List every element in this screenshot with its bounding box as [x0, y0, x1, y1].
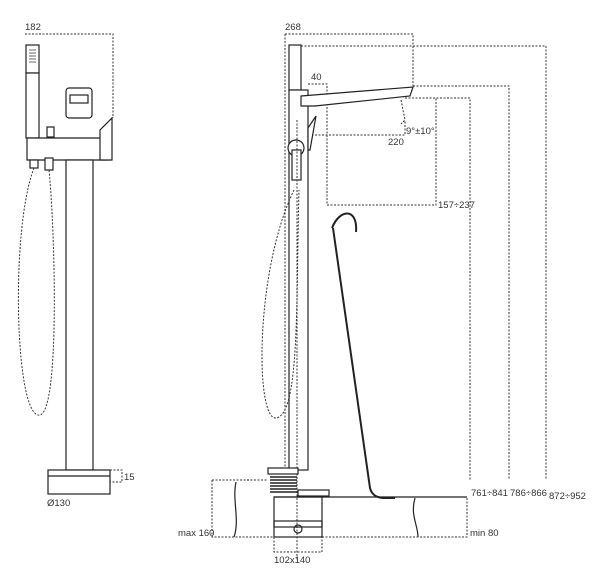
hand-shower-head	[289, 45, 301, 90]
cover-plate	[298, 490, 329, 496]
box-size-label: 102x140	[274, 555, 310, 566]
base-diameter-label: Ø130	[47, 498, 70, 509]
spout-height-dimension	[405, 98, 470, 480]
escutcheon	[268, 468, 298, 474]
reach-dimension	[308, 120, 405, 135]
hand-shower-handle	[26, 73, 39, 138]
thread-rings	[270, 477, 297, 492]
floor-outline	[212, 480, 467, 537]
base-height-dimension	[110, 470, 122, 482]
install-box	[274, 497, 322, 537]
diverter-knob	[47, 127, 54, 137]
projection-dimension	[285, 34, 413, 86]
spout	[301, 87, 413, 106]
cartridge-top	[70, 95, 88, 103]
connector-icon	[294, 525, 302, 533]
box-size-dimension	[274, 537, 322, 552]
floor-min-label: min 80	[470, 528, 499, 539]
hose-connector	[30, 160, 38, 168]
hose	[18, 168, 54, 415]
side-view: 182 15 Ø130	[18, 22, 134, 509]
floor-max-label: max 160	[178, 528, 214, 539]
outlet-connector	[45, 158, 53, 170]
lever-height-dimension	[413, 86, 509, 480]
spout-gap-label: 157÷237	[438, 200, 475, 211]
bathtub-edge	[332, 213, 395, 498]
offset-label: 40	[311, 72, 322, 83]
floor-base	[48, 470, 110, 494]
lever-handle	[100, 118, 112, 160]
projection-label: 268	[285, 22, 301, 33]
pillar	[66, 160, 93, 470]
spout-angle-label: 9°±10°	[406, 126, 435, 137]
mixer-body	[27, 138, 108, 160]
base-height-label: 15	[124, 472, 135, 483]
width-label: 182	[25, 22, 41, 33]
aerator-angle	[401, 100, 405, 124]
spout-height-label: 761÷841	[471, 488, 508, 499]
overall-height-label: 872÷952	[549, 491, 586, 502]
front-view: 268 40 157÷237 9°±10° 220 102x140 max 1	[178, 22, 586, 566]
spout-reach-label: 220	[388, 137, 404, 148]
lever-height-label: 786÷866	[510, 488, 547, 499]
lever-handle	[308, 116, 316, 150]
install-box-fittings	[274, 521, 322, 527]
hand-shower-handle	[292, 150, 301, 180]
